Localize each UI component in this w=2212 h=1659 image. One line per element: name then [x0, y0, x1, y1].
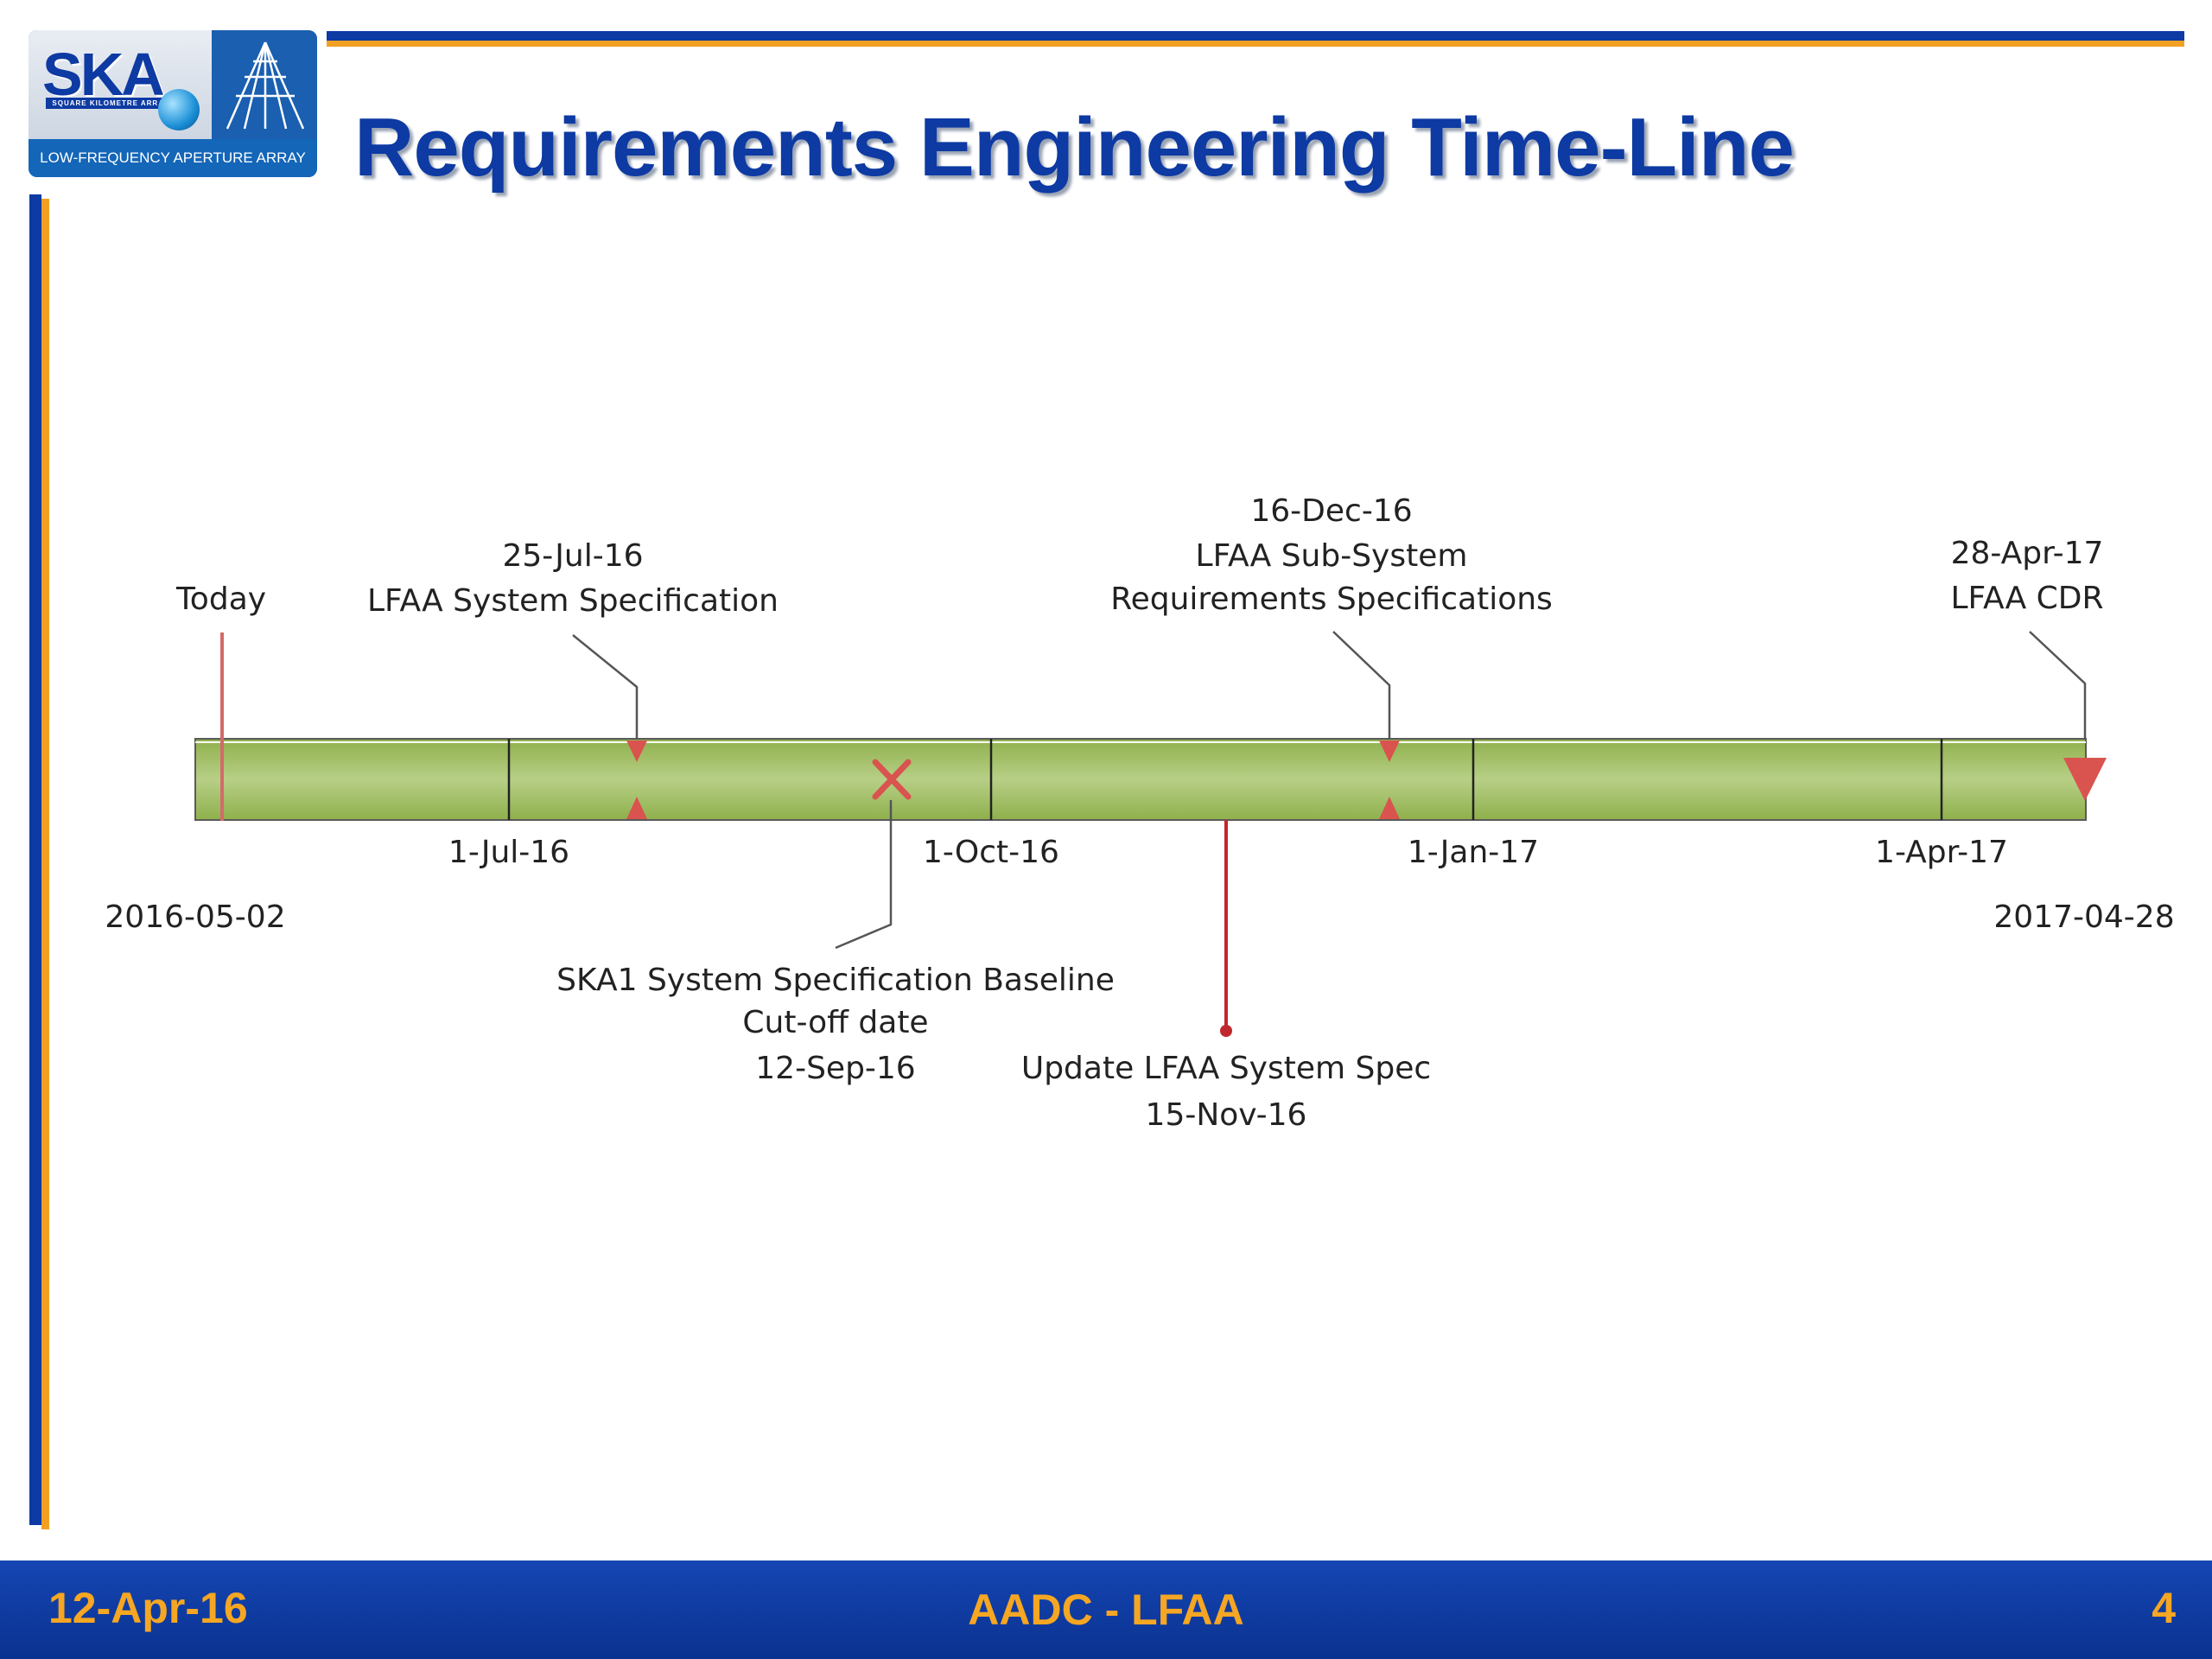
tick-label-apr: 1-Apr-17: [1875, 835, 2008, 870]
update-label: Update LFAA System Spec: [1021, 1051, 1431, 1086]
tick-label-jan: 1-Jan-17: [1408, 835, 1539, 870]
globe-icon: [158, 89, 200, 130]
milestone-1-label: LFAA System Specification: [367, 583, 779, 619]
milestone-1-callout: [572, 634, 639, 740]
left-rule-blue: [29, 194, 41, 1525]
logo-wordmark: SKA: [42, 41, 165, 108]
update-date: 15-Nov-16: [1146, 1097, 1307, 1133]
ska-logo: SKA SQUARE KILOMETRE ARRAY LOW-FREQUENCY…: [29, 30, 317, 177]
milestone-3-date: 28-Apr-17: [1951, 536, 2104, 571]
cutoff-x-icon: [872, 759, 912, 800]
footer-date: 12-Apr-16: [48, 1584, 248, 1632]
milestone-2-marker-top: [1379, 741, 1400, 762]
milestone-2-callout: [1332, 631, 1391, 740]
milestone-3-marker: [2063, 758, 2107, 801]
milestone-3-label: LFAA CDR: [1950, 581, 2103, 616]
tick-label-jul: 1-Jul-16: [448, 835, 569, 870]
milestone-2-date: 16-Dec-16: [1250, 493, 1412, 529]
milestone-1-date: 25-Jul-16: [502, 538, 643, 574]
slide-title: Requirements Engineering Time-Line: [354, 101, 1795, 194]
milestone-2-label-line1: LFAA Sub-System: [1196, 538, 1468, 574]
logo-subtitle-bar: [29, 139, 317, 177]
range-end-label: 2017-04-28: [1993, 899, 2174, 935]
milestone-1-marker-bottom: [626, 797, 647, 819]
page-number: 4: [2152, 1584, 2176, 1632]
top-rule-blue: [327, 31, 2184, 41]
update-marker-dot: [1220, 1025, 1232, 1037]
footer-center-text: AADC - LFAA: [968, 1586, 1244, 1634]
milestone-2-label-line2: Requirements Specifications: [1110, 582, 1553, 617]
slide-footer: 12-Apr-16 AADC - LFAA 4: [0, 1560, 2212, 1659]
left-rule-orange: [41, 199, 49, 1529]
cutoff-date: 12-Sep-16: [755, 1051, 915, 1086]
top-rule-orange: [327, 41, 2184, 47]
range-start-label: 2016-05-02: [105, 899, 285, 935]
logo-tagline: SQUARE KILOMETRE ARRAY: [46, 98, 175, 109]
tick-label-oct: 1-Oct-16: [923, 835, 1059, 870]
antenna-icon: [226, 41, 305, 130]
cutoff-label-line1: SKA1 System Specification Baseline: [556, 963, 1115, 998]
cutoff-label-line2: Cut-off date: [742, 1005, 928, 1040]
logo-subtitle: LOW-FREQUENCY APERTURE ARRAY: [40, 149, 306, 166]
milestone-3-callout: [2029, 631, 2087, 740]
milestone-1-marker-top: [626, 741, 647, 762]
milestone-2-marker-bottom: [1379, 797, 1400, 819]
cutoff-callout: [835, 800, 893, 950]
today-label: Today: [175, 582, 266, 617]
timeline-bar: [194, 738, 2087, 821]
